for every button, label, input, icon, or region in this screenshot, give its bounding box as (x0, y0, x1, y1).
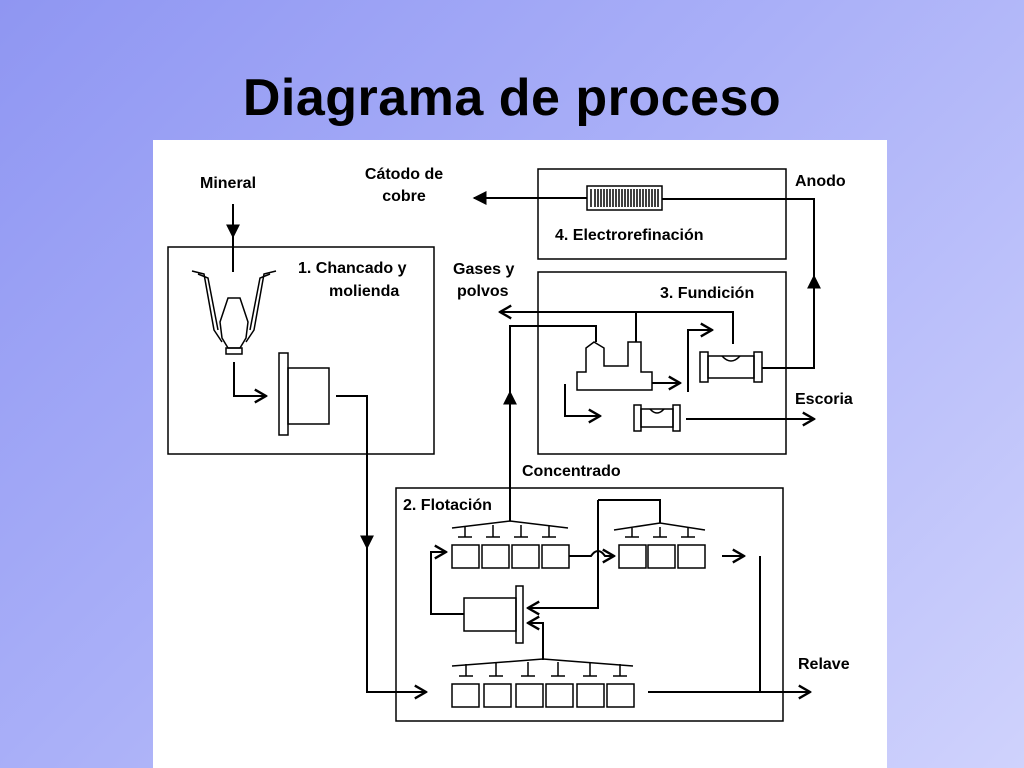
regrind-mill-icon (463, 585, 524, 644)
anode-label: Anodo (795, 173, 846, 190)
concentrate-label: Concentrado (522, 463, 621, 480)
flow-lines (226, 191, 821, 692)
gases-label-line1: Gases y (453, 261, 514, 278)
step3-label: 3. Fundición (660, 285, 754, 302)
gases-line (500, 312, 734, 344)
converter-lower-icon (633, 404, 681, 432)
cathode-label-line2: cobre (382, 188, 426, 205)
converter-upper-icon (699, 351, 763, 383)
mineral-label: Mineral (200, 175, 256, 192)
cathode-label-line1: Cátodo de (365, 166, 443, 183)
step1-label-line1: 1. Chancado y (298, 260, 407, 277)
electrolytic-cell-icon (586, 185, 663, 211)
flotation-bank-upper-left (451, 520, 570, 569)
flotation-bank-upper-right (613, 522, 706, 569)
step4-label: 4. Electrorefinación (555, 227, 704, 244)
flotation-box (395, 487, 784, 722)
tailings-label: Relave (798, 656, 850, 673)
slide-title: Diagrama de proceso (242, 69, 782, 127)
anode-line (762, 290, 815, 369)
step1-label-line2: molienda (329, 283, 399, 300)
mill-icon (278, 352, 330, 436)
gases-label-line2: polvos (457, 283, 509, 300)
flotation-bank-lower (451, 658, 635, 708)
slag-label: Escoria (795, 391, 853, 408)
mill-to-flotation-line (336, 395, 374, 550)
crusher-to-mill-line (233, 362, 266, 396)
step2-label: 2. Flotación (403, 497, 492, 514)
smelter-furnace-icon (576, 341, 653, 391)
crusher-icon (191, 270, 277, 355)
electrorefining-box (537, 168, 787, 260)
crushing-box (167, 246, 435, 455)
smelting-box (537, 271, 787, 455)
